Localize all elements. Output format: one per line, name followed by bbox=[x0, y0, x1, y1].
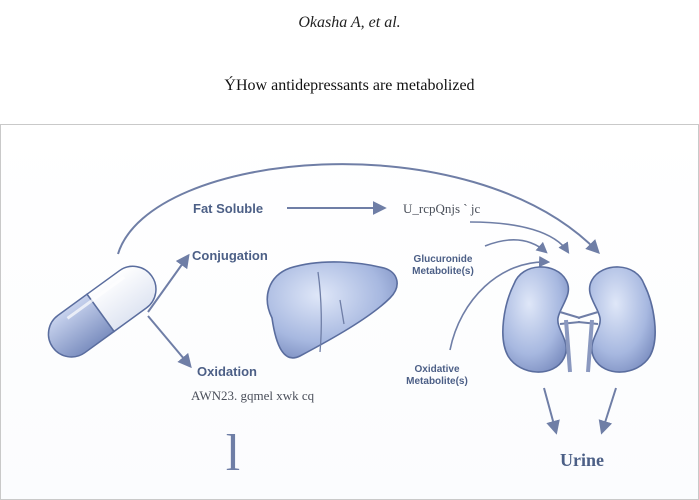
right-kidney-icon bbox=[577, 266, 656, 373]
figure-caption: ÝHow antidepressants are metabolized bbox=[224, 77, 475, 94]
author-line: Okasha A, et al. bbox=[298, 14, 401, 31]
arc-arrow-pill-to-kidney bbox=[117, 163, 600, 255]
urine-arrow-right bbox=[598, 387, 617, 435]
oxidation-label: Oxidation bbox=[197, 364, 257, 379]
oxidative-label-line2: Metabolite(s) bbox=[406, 376, 468, 387]
left-kidney-icon bbox=[502, 266, 581, 373]
water-soluble-label: U_rcpQnjs ` jc bbox=[403, 201, 480, 216]
liver-label: AWN23. gqmel xwk cq bbox=[191, 388, 315, 403]
glucuronide-label-line2: Metabolite(s) bbox=[412, 266, 474, 277]
glucuronide-curve-arrow bbox=[484, 238, 548, 254]
urine-label: Urine bbox=[560, 450, 604, 470]
urine-arrow-left bbox=[543, 387, 560, 435]
fat-soluble-label: Fat Soluble bbox=[193, 201, 263, 216]
oxidative-curve-arrow bbox=[449, 256, 551, 351]
conjugation-label: Conjugation bbox=[192, 248, 268, 263]
glucuronide-label-line1: Glucuronide bbox=[414, 254, 473, 265]
conjugation-arrow bbox=[147, 253, 190, 313]
big-mark: l bbox=[226, 425, 240, 482]
liver-icon bbox=[266, 261, 398, 359]
oxidative-label-line1: Oxidative bbox=[414, 364, 459, 375]
oxidation-arrow bbox=[147, 315, 192, 369]
capsule-icon bbox=[47, 265, 157, 358]
water-soluble-curve-arrow bbox=[469, 221, 570, 254]
